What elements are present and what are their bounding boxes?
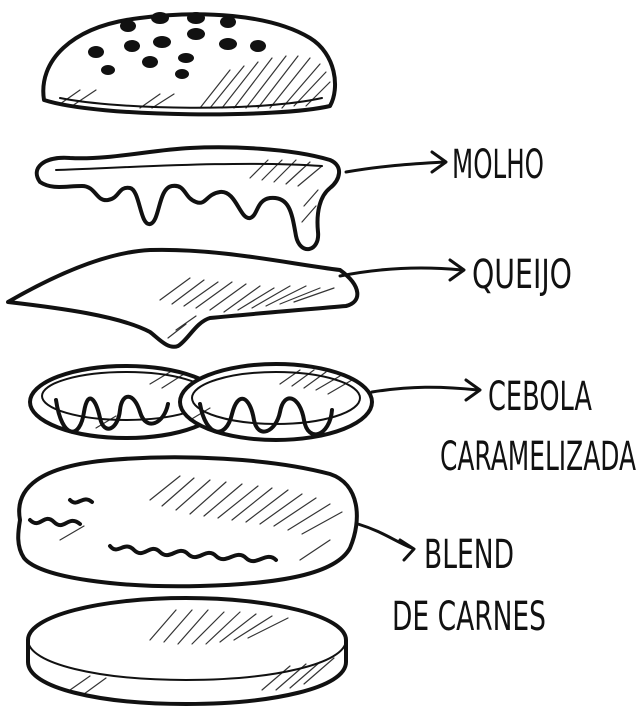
cheese-hatching — [159, 277, 335, 339]
sesame-seeds — [88, 12, 266, 79]
label-blend: BLEND — [424, 532, 514, 578]
cheese-illustration — [6, 247, 360, 349]
label-molho: MOLHO — [452, 142, 544, 188]
onion-hatching — [95, 369, 353, 429]
onion-arrow — [370, 378, 482, 402]
patty-hatching — [59, 475, 343, 561]
sauce-hatching — [249, 159, 323, 223]
sauce-arrow — [344, 150, 448, 174]
patty-illustration — [16, 455, 359, 589]
label-queijo: QUEIJO — [472, 252, 572, 298]
top-bun-illustration — [41, 12, 338, 117]
label-caramelizada: CARAMELIZADA — [440, 434, 636, 480]
bottom-bun-hatching — [69, 609, 335, 695]
sauce-illustration — [34, 145, 341, 251]
bottom-bun-illustration — [26, 596, 348, 706]
onion-illustration — [28, 362, 374, 442]
label-cebola: CEBOLA — [488, 374, 592, 420]
patty-arrow — [356, 522, 416, 562]
top-bun-hatching — [59, 55, 331, 109]
label-de-carnes: DE CARNES — [392, 594, 546, 640]
cheese-arrow — [338, 258, 466, 282]
